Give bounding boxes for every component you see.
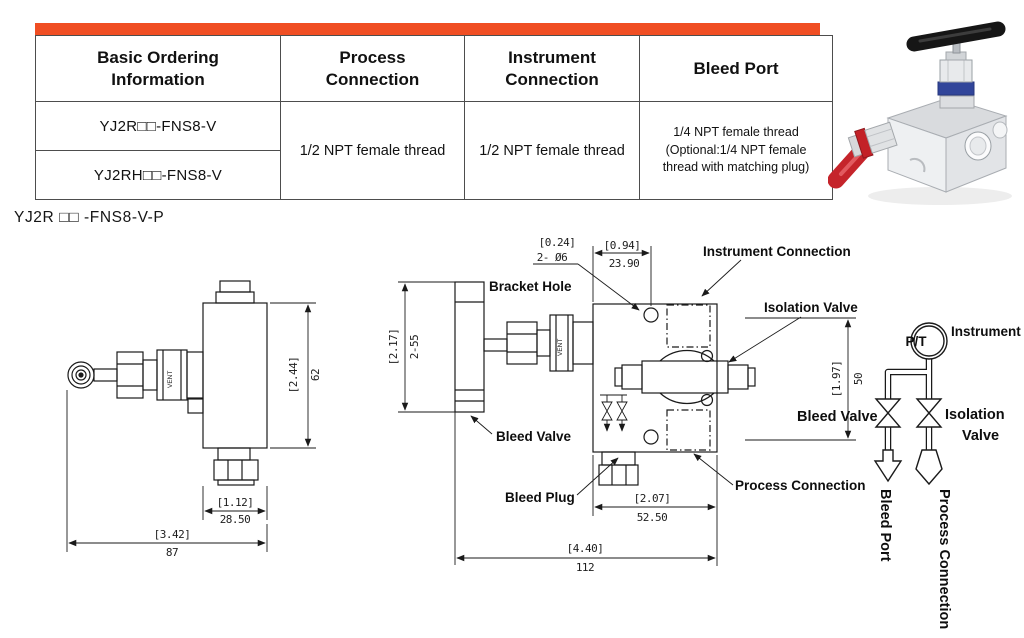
model-code-cell-2: YJ2RH□□-FNS8-V [35,150,281,200]
header-instrument-connection-label: Instrument Connection [505,48,599,89]
bracket-hole-bottom [643,429,659,445]
engraved-flow-symbol [600,394,628,432]
isolation-valve-symbol [915,398,943,415]
isolation-valve-photo [906,21,1006,109]
table-header-row: Basic Ordering Information Process Conne… [35,35,833,102]
dim-total-mm: 112 [576,561,594,574]
front-view-text: VENT [0.24] 2- Ø6 [0.94] 23.90 [2.17] 2-… [387,236,866,574]
schematic-isolation-label-1: Isolation [945,407,1005,423]
left-view-dimensions [66,302,316,552]
dim-bottom-mm: 52.50 [637,511,668,524]
instrument-connection-label: Instrument Connection [703,244,851,259]
dim-right-mm: 50 [852,373,865,385]
process-connection-cell: 1/2 NPT female thread [280,101,465,200]
bleed-valve-symbol [874,398,902,415]
dim-width-mm: 28.50 [220,513,251,526]
isolation-valve-cylinder [641,360,729,394]
schematic-bleed-valve-label: Bleed Valve [797,409,878,425]
dim-total-in: [4.40] [567,542,604,555]
dim-side-in: [2.17] [387,329,400,366]
pt-symbol-text: P/T [905,334,927,349]
left-side-view [67,280,268,486]
bracket-hole-top [643,307,659,323]
manifold-body [886,97,1008,193]
bleed-port-arrow [873,449,903,483]
bleed-plug-hex [598,464,639,486]
vent-label: VENT [557,339,564,356]
dim-hole-in: [0.24] [539,236,576,249]
bleed-valve-photo [828,121,898,189]
isolation-valve-label: Isolation Valve [764,300,858,315]
flow-schematic: P/T Instrument Bleed Valve Isolation Val… [797,322,1021,629]
model-code-cell-1: YJ2R□□-FNS8-V [35,101,281,151]
bleed-port-cell: 1/4 NPT female thread (Optional:1/4 NPT … [639,101,833,200]
product-photo [828,21,1012,205]
front-view [454,281,756,565]
process-port [666,409,711,451]
schematic-isolation-label-2: Valve [962,428,999,444]
dim-top-mm: 23.90 [609,257,640,270]
valve-body-front [592,303,718,453]
header-process-connection-label: Process Connection [325,48,420,89]
process-connection-arrow [915,449,943,486]
dim-side-note: 2-55 [408,335,421,360]
schematic-bleed-port-label: Bleed Port [877,489,893,562]
bleed-valve-label: Bleed Valve [496,429,572,444]
dim-right-in: [1.97] [830,361,843,398]
valve-body-side [202,302,268,449]
left-view-dim-text: VENT [2.44] 62 [1.12] 28.50 [3.42] 87 [154,357,322,559]
dim-height-in: [2.44] [287,357,300,394]
dim-hole-note: 2- Ø6 [537,251,568,264]
vent-label: VENT [167,371,174,388]
instrument-connection-cell: 1/2 NPT female thread [464,101,640,200]
process-connection-label: Process Connection [735,478,866,493]
front-view-dimensions [398,246,856,566]
dim-bottom-in: [2.07] [634,492,671,505]
instrument-port [666,304,711,348]
dim-width-in: [1.12] [217,496,254,509]
table-row: YJ2RH□□-FNS8-V [35,150,833,200]
ordering-table: Basic Ordering Information Process Conne… [35,23,833,200]
bleed-plug-label: Bleed Plug [505,490,575,505]
spec-table: Basic Ordering Information Process Conne… [35,35,833,200]
schematic-instrument-label: Instrument [951,324,1021,339]
bracket-hole-label: Bracket Hole [489,279,572,294]
header-basic-ordering-label: Basic Ordering Information [97,48,219,89]
dim-top-in: [0.94] [604,239,641,252]
dim-total-in: [3.42] [154,528,191,541]
header-bleed-port: Bleed Port [639,35,833,102]
dim-height-mm: 62 [309,369,322,381]
header-process-connection: Process Connection [280,35,465,102]
photo-shadow [868,187,1012,205]
model-code-line: YJ2R □□ -FNS8-V-P [14,209,165,226]
schematic-process-connection-label: Process Connection [936,489,952,629]
header-bleed-port-label: Bleed Port [693,58,779,78]
dim-total-mm: 87 [166,546,178,559]
orange-accent-bar [35,23,820,35]
header-instrument-connection: Instrument Connection [464,35,640,102]
table-row: YJ2R□□-FNS8-V 1/2 NPT female thread 1/2 … [35,101,833,200]
